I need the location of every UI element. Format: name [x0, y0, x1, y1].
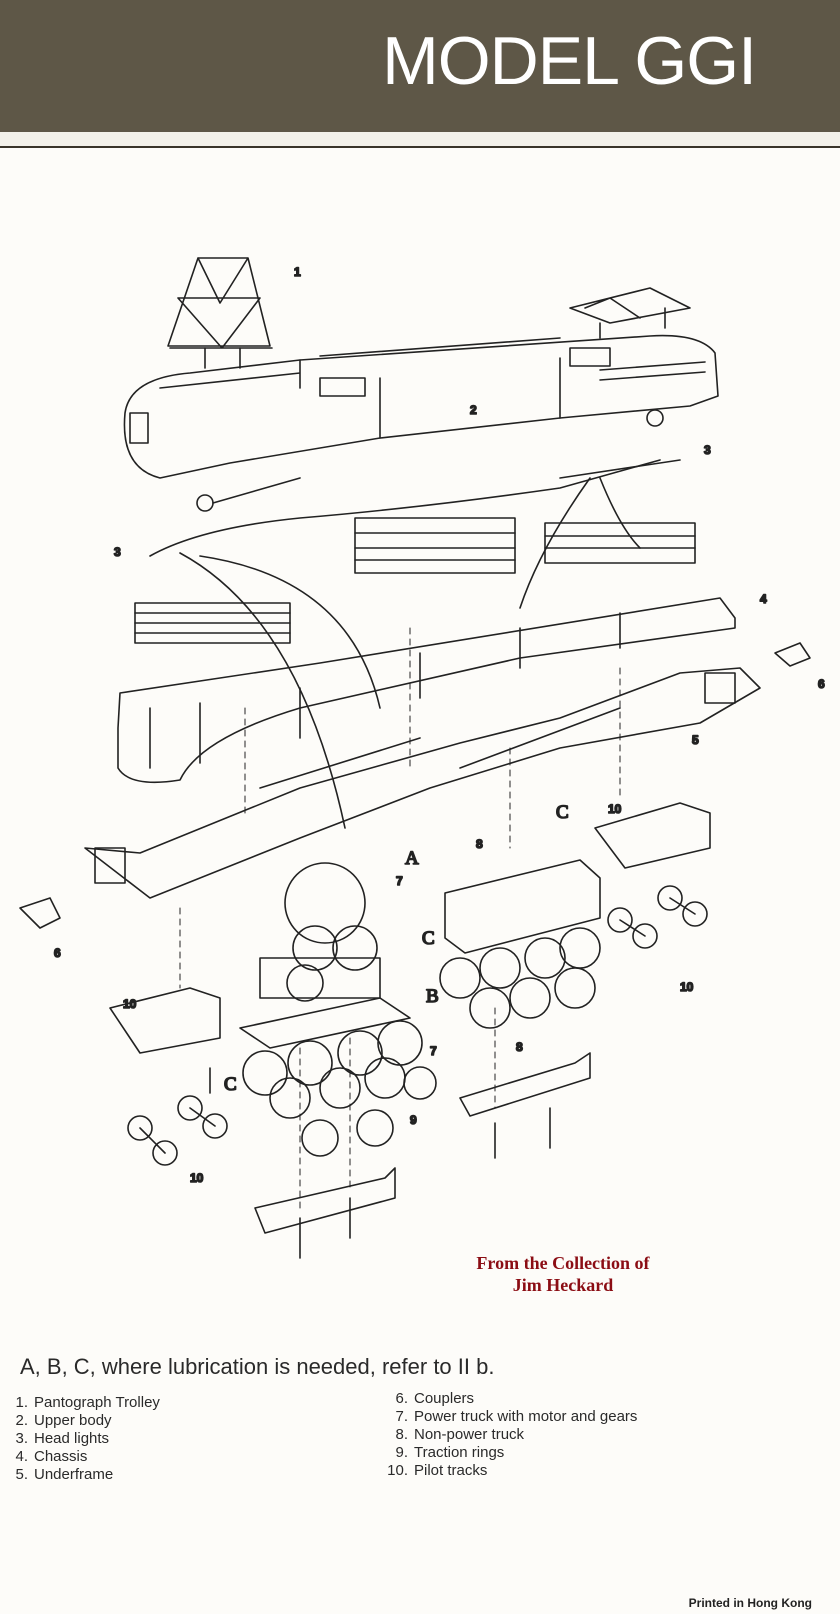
- part-label: 8: [516, 1040, 523, 1054]
- part-label: 4: [760, 592, 767, 606]
- legend-item: 2.Upper body: [15, 1412, 112, 1429]
- chassis: [117, 597, 736, 784]
- exploded-view-diagram: 1 2 3 3 4 5 6 6 7 7 8 8 9 10 10 10 10 A …: [19, 257, 826, 1259]
- lube-point: C: [224, 1074, 237, 1095]
- part-label: 6: [54, 946, 61, 960]
- lubrication-letters: A B C C C: [223, 801, 569, 1096]
- coupler-front: [19, 897, 61, 929]
- part-label: 3: [704, 443, 711, 457]
- header-divider: [0, 132, 840, 148]
- part-label: 8: [476, 837, 483, 851]
- printed-in-note: Printed in Hong Kong: [688, 1596, 812, 1610]
- part-label: 9: [410, 1113, 417, 1127]
- non-power-truck: [439, 859, 601, 1117]
- pantograph-front: [167, 257, 273, 369]
- lube-point: A: [405, 848, 419, 869]
- lube-point: C: [422, 928, 435, 949]
- part-label: 10: [123, 997, 137, 1011]
- pilot-truck-front: [109, 987, 228, 1166]
- motor-weights: [134, 517, 696, 644]
- legend-item: 3.Head lights: [15, 1430, 110, 1447]
- credit-line-2: Jim Heckard: [512, 1275, 614, 1295]
- part-label: 2: [470, 403, 477, 417]
- power-truck: [239, 862, 437, 1234]
- part-label: 10: [190, 1171, 204, 1185]
- part-label: 1: [294, 265, 301, 279]
- page-title: MODEL GGI: [382, 23, 757, 99]
- screws: [209, 1067, 551, 1259]
- part-label: 7: [430, 1044, 437, 1058]
- part-label: 5: [692, 733, 699, 747]
- legend-item: 10.Pilot tracks: [387, 1462, 488, 1479]
- wire-harness: [149, 459, 661, 829]
- legend-item: 7.Power truck with motor and gears: [395, 1408, 638, 1425]
- dashed-assembly-lines: [179, 627, 621, 1209]
- parts-legend-right: 6.Couplers 7.Power truck with motor and …: [360, 1390, 637, 1480]
- part-label: 6: [818, 677, 825, 691]
- header-banner: MODEL GGI: [0, 0, 840, 132]
- part-labels: 1 2 3 3 4 5 6 6 7 7 8 8 9 10 10 10 10: [53, 264, 826, 1186]
- upper-body: [123, 334, 719, 479]
- parts-legend-left: 1.Pantograph Trolley 2.Upper body 3.Head…: [0, 1394, 160, 1484]
- coupler-rear: [774, 642, 811, 667]
- part-label: 10: [608, 802, 622, 816]
- headlight-rear: [559, 409, 681, 479]
- credit-line-1: From the Collection of: [476, 1253, 650, 1273]
- pantograph-rear: [569, 287, 691, 339]
- part-label: 10: [680, 980, 694, 994]
- lubrication-note: A, B, C, where lubrication is needed, re…: [20, 1354, 495, 1379]
- collection-credit: From the Collection of Jim Heckard: [468, 1252, 658, 1296]
- part-label: 7: [396, 874, 403, 888]
- exploded-diagram-sheet: 1 2 3 3 4 5 6 6 7 7 8 8 9 10 10 10 10 A …: [0, 148, 840, 1614]
- lube-point: B: [426, 986, 439, 1007]
- part-label: 3: [114, 545, 121, 559]
- underframe: [84, 667, 761, 899]
- headlight-front: [196, 477, 301, 512]
- legend-item: 4.Chassis: [15, 1448, 88, 1465]
- legend-item: 9.Traction rings: [395, 1444, 505, 1461]
- lube-point: C: [556, 802, 569, 823]
- pilot-truck-rear: [594, 802, 711, 949]
- legend-item: 1.Pantograph Trolley: [15, 1394, 160, 1411]
- legend-item: 5.Underframe: [15, 1466, 114, 1483]
- legend-item: 8.Non-power truck: [395, 1426, 525, 1443]
- legend-item: 6.Couplers: [395, 1390, 475, 1407]
